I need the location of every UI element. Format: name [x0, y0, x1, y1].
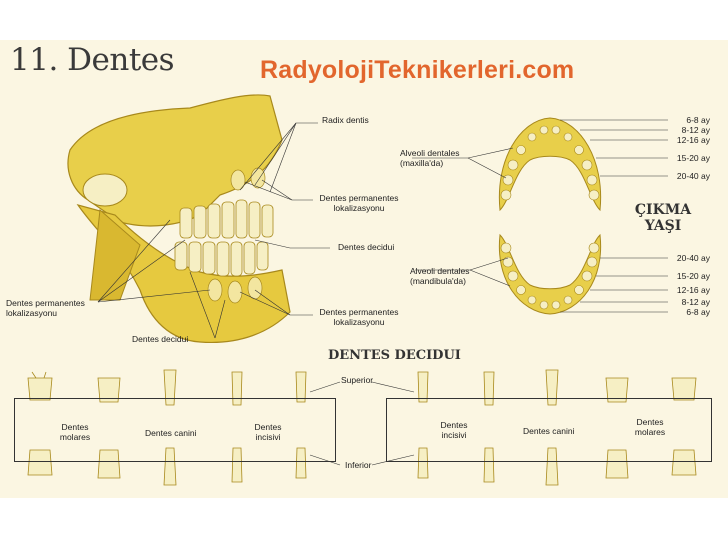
label-dentes-permanentes-left: Dentes permanentes lokalizasyonu	[6, 298, 85, 318]
label-text: Dentes	[636, 417, 664, 427]
eruption-age-lower-4: 8-12 ay	[681, 297, 710, 307]
label-radix-dentis: Radix dentis	[322, 115, 369, 125]
eruption-age-lower-3: 12-16 ay	[676, 285, 710, 295]
arch-leader-lines	[412, 119, 668, 313]
eruption-age-upper-4: 15-20 ay	[676, 153, 710, 163]
label-left-incisivi: Dentes incisivi	[246, 422, 290, 442]
label-left-canini: Dentes canini	[145, 428, 197, 438]
label-left-molares: Dentes molares	[50, 422, 100, 442]
eruption-title-line: ÇIKMA	[634, 202, 692, 218]
mandibula-arch	[498, 233, 602, 315]
label-text: incisivi	[255, 432, 281, 442]
deciduous-teeth-row	[27, 369, 697, 486]
label-text: Dentes	[254, 422, 282, 432]
label-text: Dentes permanentes	[319, 307, 399, 317]
label-alveoli-mandibula: Alveoli dentales (mandibula'da)	[410, 266, 470, 286]
skull-illustration	[67, 94, 291, 344]
label-right-canini: Dentes canini	[523, 426, 575, 436]
label-text: lokalizasyonu	[333, 317, 385, 327]
label-right-molares: Dentes molares	[626, 417, 674, 437]
label-dentes-decidui-right: Dentes decidui	[338, 242, 395, 252]
brand-watermark: RadyolojiTeknikerleri.com	[260, 56, 575, 84]
page-title: 11. Dentes	[10, 42, 175, 78]
label-text: Alveoli dentales	[400, 148, 460, 158]
label-alveoli-maxilla: Alveoli dentales (maxilla'da)	[400, 148, 460, 168]
eruption-age-upper-3: 12-16 ay	[676, 135, 710, 145]
eruption-age-upper-2: 8-12 ay	[681, 125, 710, 135]
row-leader-lines	[309, 381, 415, 466]
label-text: Alveoli dentales	[410, 266, 470, 276]
label-inferior: Inferior	[345, 460, 372, 470]
eruption-age-lower-5: 6-8 ay	[686, 307, 710, 317]
eruption-title-line: YAŞI	[644, 218, 682, 234]
label-text: lokalizasyonu	[333, 203, 385, 213]
eruption-title: ÇIKMA YAŞI	[628, 202, 698, 234]
eruption-age-upper-1: 6-8 ay	[686, 115, 710, 125]
right-tooth-box	[386, 398, 712, 462]
label-superior: Superior	[341, 375, 374, 385]
label-text: (maxilla'da)	[400, 158, 444, 168]
label-text: molares	[634, 427, 666, 437]
skull-leader-lines	[97, 122, 330, 339]
decidui-section-title: DENTES DECIDUI	[328, 348, 461, 363]
label-text: Dentes	[61, 422, 89, 432]
left-tooth-box	[14, 398, 336, 462]
eruption-age-lower-2: 15-20 ay	[676, 271, 710, 281]
eruption-age-lower-1: 20-40 ay	[676, 253, 710, 263]
label-text: Dentes permanentes	[6, 298, 85, 308]
label-text: (mandibula'da)	[410, 276, 466, 286]
label-dentes-decidui-bottom: Dentes decidui	[132, 334, 189, 344]
eruption-age-upper-5: 20-40 ay	[676, 171, 710, 181]
label-text: Dentes permanentes	[319, 193, 399, 203]
label-text: Dentes	[440, 420, 468, 430]
maxilla-arch	[498, 117, 602, 212]
upper-teeth-row	[179, 199, 274, 239]
label-dentes-permanentes-lower: Dentes permanentes lokalizasyonu	[313, 307, 405, 327]
label-right-incisivi: Dentes incisivi	[432, 420, 476, 440]
label-dentes-permanentes-upper: Dentes permanentes lokalizasyonu	[313, 193, 405, 213]
label-text: lokalizasyonu	[6, 308, 58, 318]
label-text: incisivi	[441, 430, 467, 440]
label-text: molares	[59, 432, 91, 442]
